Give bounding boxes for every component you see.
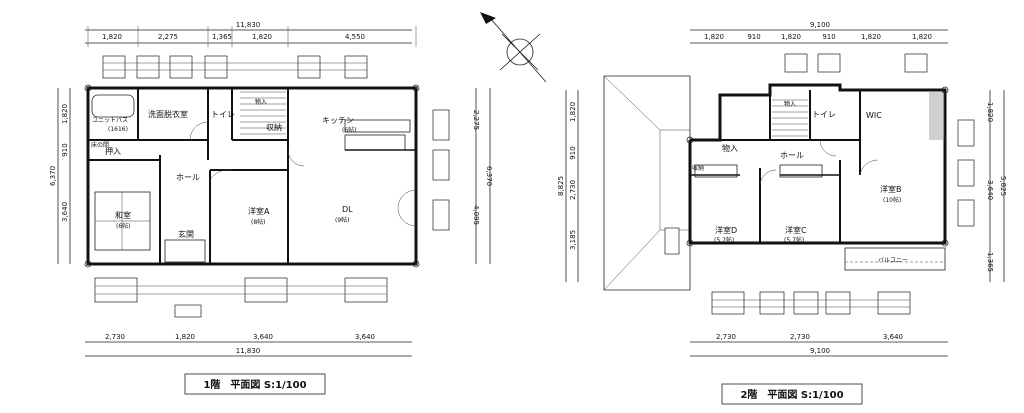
f1-dim-left-3: 3,640 (61, 202, 69, 222)
f2-right-total: 5,825 (999, 176, 1007, 196)
f1-unit-bath-size: (1616) (108, 126, 128, 133)
f2-hall-label: ホール (780, 151, 804, 160)
f1-dim-top-2: 2,275 (158, 33, 178, 41)
f2-total-width-top: 9,100 (810, 21, 830, 29)
f2-dim-top-2: 910 (747, 33, 760, 41)
f1-right-total: 6,370 (485, 166, 493, 186)
f2-yoshitsu-c-label: 洋室C (785, 225, 807, 235)
f1-dim-right-2: 4,095 (472, 205, 480, 225)
f2-dim-top-5: 1,820 (861, 33, 881, 41)
f1-dim-top-1: 1,820 (102, 33, 122, 41)
f2-yoshitsu-c-size: (5.7帖) (784, 236, 804, 244)
f2-toilet-label: トイレ (812, 110, 836, 119)
north-arrow-icon (480, 12, 547, 83)
f1-dim-right-1: 2,275 (472, 110, 480, 130)
f1-dl-size: (9帖) (335, 216, 350, 224)
f1-toilet-label: トイレ (211, 110, 235, 119)
f2-dim-left-1: 1,820 (569, 102, 577, 122)
f1-dim-left-1: 1,820 (61, 104, 69, 124)
f2-dim-bottom-2: 2,730 (790, 333, 810, 341)
f2-dim-top-4: 910 (822, 33, 835, 41)
f1-title: 1階 平面図 S:1/100 (203, 378, 306, 391)
f2-left-total: 8,825 (557, 176, 565, 196)
f2-dim-left-2: 910 (569, 146, 577, 159)
f2-dim-left-3: 2,730 (569, 180, 577, 200)
f2-dim-right-2: 3,640 (986, 180, 994, 200)
f1-dim-bottom-3: 3,640 (253, 333, 273, 341)
f1-tokonoma-label: 床の間 (91, 141, 109, 149)
f1-hall-label: ホール (176, 173, 200, 182)
f2-stairs (772, 99, 808, 137)
f2-shelf-label: 収納 (692, 164, 704, 172)
f2-dim-top-3: 1,820 (781, 33, 801, 41)
f2-dim-top-6: 1,820 (912, 33, 932, 41)
f2-yoshitsu-b-label: 洋室B (880, 184, 902, 194)
f1-dim-top-5: 4,550 (345, 33, 365, 41)
f2-dim-right-1: 1,820 (986, 102, 994, 122)
f1-dim-bottom-2: 1,820 (175, 333, 195, 341)
f1-dim-bottom-1: 2,730 (105, 333, 125, 341)
f1-stairs (240, 91, 286, 135)
f2-balcony-label: バルコニー (878, 257, 908, 264)
f1-total-width-top: 11,830 (236, 21, 261, 29)
f2-title: 2階 平面図 S:1/100 (740, 388, 843, 401)
f1-washitsu-label: 和室 (115, 210, 131, 220)
f2-storage-2-label: 物入 (722, 143, 738, 153)
f1-dim-top-3: 1,365 (212, 33, 232, 41)
f1-dim-left-2: 910 (61, 143, 69, 156)
f2-yoshitsu-d-label: 洋室D (715, 225, 737, 235)
f1-dimension-ticks (87, 26, 417, 47)
f2-shelf-hatch (929, 92, 945, 140)
f2-dim-left-4: 3,185 (569, 230, 577, 250)
f1-storage-label: 収納 (266, 122, 282, 132)
f2-dim-bottom-3: 3,640 (883, 333, 903, 341)
f2-yoshitsu-d-size: (5.7帖) (714, 236, 734, 244)
f1-yoshitsu-a-size: (8帖) (251, 218, 266, 226)
f1-dim-top-4: 1,820 (252, 33, 272, 41)
f1-unit-bath-label: ユニットバス (92, 117, 128, 124)
f1-closet-label: 押入 (105, 146, 121, 156)
f1-genkan-label: 玄関 (178, 229, 194, 239)
f1-storage-stair-label: 物入 (255, 98, 267, 106)
f1-kitchen-label: キッチン (322, 116, 354, 125)
f2-wic-label: WIC (866, 111, 882, 120)
f1-total-width-bottom: 11,830 (236, 347, 261, 355)
f1-washroom-label: 洗面脱衣室 (148, 109, 188, 119)
f2-dim-right-3: 1,365 (986, 252, 994, 272)
f1-left-total: 6,370 (49, 166, 57, 186)
f2-yoshitsu-b-size: (10帖) (883, 196, 901, 204)
f2-total-width-bottom: 9,100 (810, 347, 830, 355)
f1-yoshitsu-a-label: 洋室A (248, 206, 270, 216)
f1-dl-label: DL (342, 205, 353, 214)
floor1-plan: 11,830 1,820 2,275 1,365 1,820 4,550 (49, 21, 493, 395)
f1-washitsu-size: (6帖) (116, 222, 131, 230)
f2-storage-label: 物入 (784, 100, 796, 108)
f2-dim-bottom-1: 2,730 (716, 333, 736, 341)
f1-kitchen-size: (6帖) (342, 126, 357, 134)
f1-dim-bottom-4: 3,640 (355, 333, 375, 341)
floor2-plan: 9,100 1,820 910 1,820 910 1,820 1,820 (557, 21, 1007, 405)
f2-dim-top-1: 1,820 (704, 33, 724, 41)
